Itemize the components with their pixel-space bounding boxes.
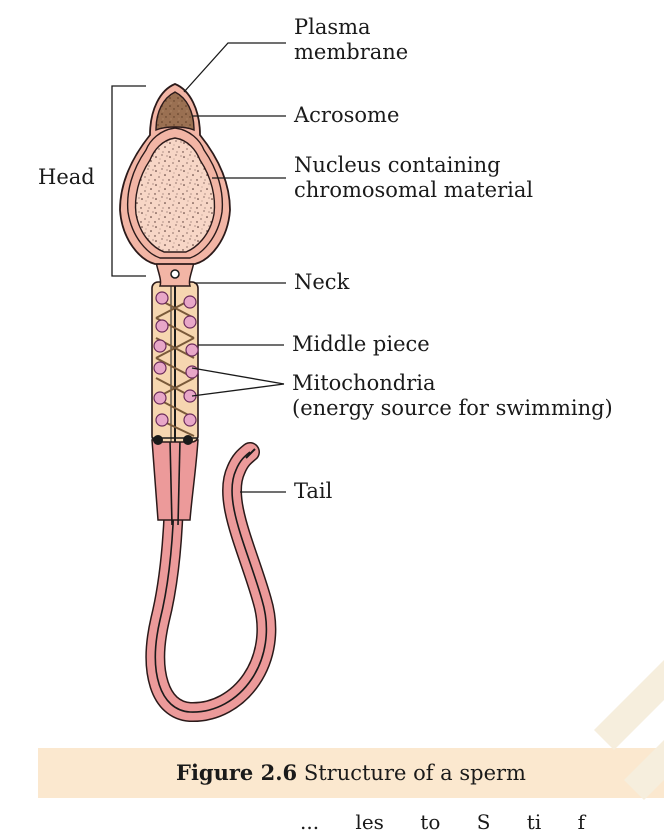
sperm-diagram xyxy=(111,42,286,722)
neck xyxy=(155,261,195,287)
label-acrosome: Acrosome xyxy=(294,103,400,127)
leader-lines xyxy=(111,42,286,493)
figure-title: Structure of a sperm xyxy=(303,761,526,785)
nucleus xyxy=(134,137,216,253)
tail xyxy=(145,430,277,722)
acrosome xyxy=(155,91,195,132)
mitochondria xyxy=(153,291,199,427)
figure-number: Figure 2.6 xyxy=(176,760,298,785)
head-bracket xyxy=(111,85,146,277)
leader-mitochondria-1 xyxy=(191,367,285,385)
leader-plasma-membrane xyxy=(183,42,286,93)
label-nucleus: Nucleus containing chromosomal material xyxy=(294,153,534,202)
label-head: Head xyxy=(38,165,95,189)
label-middle-piece: Middle piece xyxy=(292,332,430,356)
label-plasma-membrane: Plasma membrane xyxy=(294,15,409,64)
label-tail: Tail xyxy=(294,479,333,503)
figure-caption-band: Figure 2.6 Structure of a sperm xyxy=(38,748,664,798)
label-mitochondria: Mitochondria (energy source for swimming… xyxy=(292,371,613,420)
figure-caption: Figure 2.6 Structure of a sperm xyxy=(38,748,664,798)
head xyxy=(119,83,231,265)
leader-mitochondria-2 xyxy=(191,383,285,397)
label-neck: Neck xyxy=(294,270,350,294)
watermark-mark xyxy=(534,650,664,824)
centrioles xyxy=(152,435,198,445)
